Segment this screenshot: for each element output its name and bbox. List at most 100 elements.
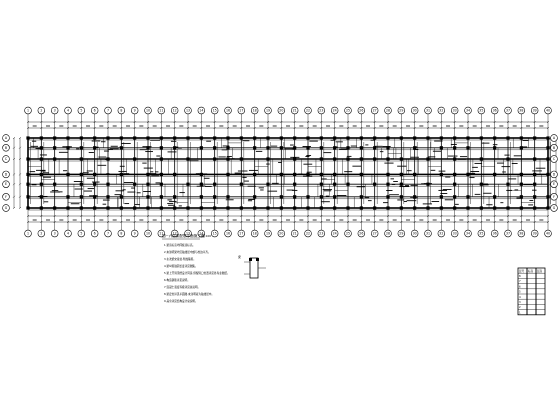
dim-tick bbox=[18, 136, 22, 140]
svg-text:27: 27 bbox=[373, 232, 377, 236]
svg-text:31: 31 bbox=[426, 232, 430, 236]
svg-text:11: 11 bbox=[159, 109, 163, 113]
beam-detail-lines bbox=[28, 138, 542, 208]
svg-text:23: 23 bbox=[319, 109, 323, 113]
svg-text:18: 18 bbox=[253, 232, 257, 236]
svg-text:2: 2 bbox=[40, 109, 42, 113]
axis-bubble: B bbox=[550, 144, 558, 152]
axis-bubble: 7 bbox=[104, 229, 112, 238]
column bbox=[533, 182, 537, 186]
dim-tick bbox=[18, 195, 22, 198]
column bbox=[253, 195, 257, 199]
svg-text:17: 17 bbox=[239, 232, 243, 236]
note-line: 5.梁上开洞须经设计同意,预留洞口位置详见各专业图纸。 bbox=[164, 271, 230, 275]
axis-bubble: 13 bbox=[184, 106, 192, 115]
column bbox=[199, 195, 203, 199]
column bbox=[39, 146, 43, 150]
svg-text:38: 38 bbox=[519, 232, 523, 236]
axis-bubble: 25 bbox=[344, 229, 352, 238]
column bbox=[26, 195, 30, 199]
axis-bubble: 28 bbox=[384, 229, 392, 238]
column bbox=[453, 172, 457, 176]
svg-text:14: 14 bbox=[199, 109, 203, 113]
column bbox=[519, 146, 523, 150]
axis-bubble: 15 bbox=[210, 229, 219, 238]
column bbox=[146, 146, 150, 150]
column bbox=[173, 172, 177, 176]
column bbox=[439, 146, 443, 150]
column bbox=[173, 195, 177, 199]
column bbox=[506, 182, 510, 186]
drawing-title: 四~六层梁配筋平面施工图 bbox=[162, 233, 205, 238]
column bbox=[199, 172, 203, 176]
column bbox=[26, 172, 30, 176]
column bbox=[93, 182, 97, 186]
svg-text:26: 26 bbox=[359, 232, 363, 236]
column bbox=[319, 195, 323, 199]
floor-level-table: 层号标高层高87654321 bbox=[517, 267, 546, 316]
table-cell: 1 bbox=[519, 310, 521, 314]
svg-text:16: 16 bbox=[226, 109, 230, 113]
axis-bubble: 6 bbox=[90, 106, 99, 115]
column bbox=[333, 195, 337, 199]
axis-bubble: 39 bbox=[530, 106, 539, 115]
axis-bubble: 7 bbox=[104, 106, 112, 115]
axis-bubble: D bbox=[2, 170, 10, 179]
column bbox=[159, 157, 163, 161]
svg-text:15: 15 bbox=[213, 109, 217, 113]
axis-bubble: 2 bbox=[37, 106, 46, 115]
axis-bubble: 3 bbox=[50, 229, 59, 238]
column bbox=[266, 157, 270, 161]
svg-text:18: 18 bbox=[253, 109, 257, 113]
axis-bubble: 40 bbox=[544, 229, 552, 238]
column bbox=[39, 182, 43, 186]
svg-text:21: 21 bbox=[293, 109, 297, 113]
axis-bubble: 4 bbox=[64, 106, 72, 115]
column bbox=[466, 172, 470, 176]
svg-text:27: 27 bbox=[373, 109, 377, 113]
column bbox=[413, 172, 417, 176]
axis-bubble: A bbox=[2, 134, 10, 142]
column bbox=[319, 157, 323, 161]
axis-bubble: 31 bbox=[424, 106, 432, 115]
column bbox=[546, 172, 550, 176]
dim-tick bbox=[12, 195, 16, 198]
note-line: 7.混凝土强度等级详见总说明。 bbox=[164, 285, 200, 289]
table-header: 层高 bbox=[537, 269, 543, 273]
axis-bubble: 5 bbox=[77, 106, 86, 115]
table-cell: 5 bbox=[519, 290, 521, 294]
axis-bubble: 34 bbox=[464, 229, 472, 238]
column bbox=[319, 182, 323, 186]
column bbox=[279, 146, 283, 150]
svg-text:34: 34 bbox=[466, 109, 470, 113]
column bbox=[66, 146, 70, 150]
svg-text:24: 24 bbox=[333, 232, 337, 236]
axis-bubble: C bbox=[2, 155, 10, 163]
axis-bubble: 22 bbox=[304, 106, 312, 115]
svg-text:20: 20 bbox=[279, 232, 283, 236]
svg-text:B: B bbox=[553, 146, 555, 150]
axis-bubble: C bbox=[550, 155, 558, 163]
column bbox=[466, 146, 470, 150]
axis-bubble: E bbox=[550, 180, 558, 188]
column bbox=[79, 182, 83, 186]
column bbox=[439, 172, 443, 176]
column bbox=[453, 157, 457, 161]
axis-bubble: 17 bbox=[237, 229, 246, 238]
svg-text:1: 1 bbox=[27, 109, 29, 113]
column bbox=[293, 195, 297, 199]
column bbox=[533, 157, 537, 161]
column bbox=[453, 195, 457, 199]
svg-text:34: 34 bbox=[466, 232, 470, 236]
svg-text:F: F bbox=[553, 195, 555, 199]
dim-tick bbox=[12, 136, 16, 140]
column bbox=[319, 146, 323, 150]
table-cell: 7 bbox=[519, 279, 521, 283]
axis-bubble: 38 bbox=[517, 106, 526, 115]
column bbox=[79, 195, 83, 199]
note-line: 9.其余详见结构设计总说明。 bbox=[164, 299, 198, 303]
axis-bubble: 36 bbox=[490, 229, 499, 238]
column bbox=[53, 157, 57, 161]
svg-text:9: 9 bbox=[134, 232, 136, 236]
